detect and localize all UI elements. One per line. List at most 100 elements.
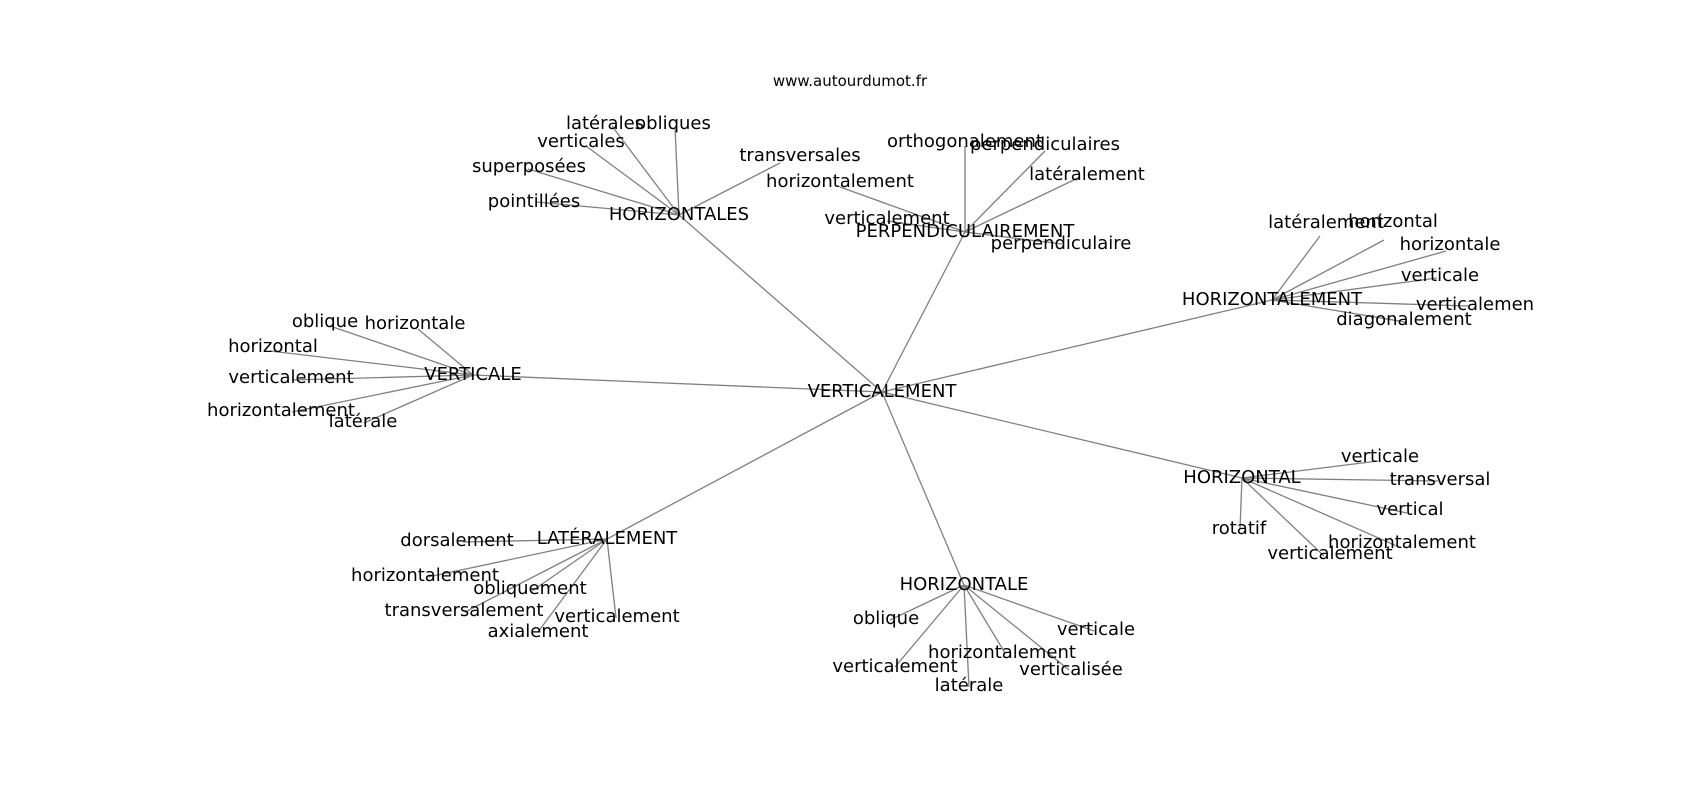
edge-root-to-horizontal [881,391,1243,479]
edge-horizontales-to-superposees [527,168,680,216]
leaf-label-transversales: transversales [739,145,860,166]
leaf-label-dorsalement: dorsalement [400,530,513,551]
leaf-label-transversalement: transversalement [385,600,544,621]
edge-lateralement-to-dorsalement [462,538,608,543]
edge-horizontal-to-transversal [1241,477,1439,482]
edge-horizontal-to-rotatif [1239,477,1243,530]
edge-root-to-verticale [472,374,883,393]
edge-verticale-to-laterale [363,374,474,424]
leaf-label-horizontalement: horizontalement [766,171,914,192]
leaf-label-laterale: latérale [935,675,1004,696]
leaf-label-obliques: obliques [635,113,711,134]
edge-horizontale-to-horizontalement [963,584,1006,654]
graph-edges [269,125,1470,688]
edge-horizontale-to-oblique [889,584,965,621]
edge-horizontales-to-verticales [585,145,680,216]
edge-root-to-horizontales [678,214,883,393]
leaf-label-orthogonalement: orthogonalement [887,131,1043,152]
edge-horizontalement-to-diagonalement [1271,299,1406,323]
edge-horizontales-to-transversales [678,162,781,216]
edge-lateralement-to-verticalement [606,538,617,619]
leaf-label-horizontalement: horizontalement [1328,532,1476,553]
edge-horizontale-to-verticale [963,584,1095,632]
leaf-label-verticalement: verticalement [228,367,353,388]
edge-horizontal-to-verticale [1241,460,1379,479]
leaf-label-horizontale: horizontale [365,313,466,334]
leaf-label-verticale: verticale [1341,446,1419,467]
leaf-label-obliquement: obliquement [473,578,586,599]
leaf-label-verticalement: verticalement [1267,543,1392,564]
leaf-label-lateralement: latéralement [1268,212,1384,233]
leaf-label-diagonalement: diagonalement [1336,309,1471,330]
leaf-label-horizontalement: horizontalement [351,565,499,586]
leaf-label-axialement: axialement [488,621,589,642]
leaf-label-horizontale: horizontale [1400,234,1501,255]
leaf-label-horizontalement: horizontalement [928,642,1076,663]
edge-horizontales-to-obliques [674,127,680,216]
source-label: www.autourdumot.fr [772,72,928,90]
leaf-label-verticalisee: verticalisée [1019,659,1123,680]
leaf-label-horizontalement: horizontalement [207,400,355,421]
leaf-label-transversal: transversal [1390,469,1491,490]
edge-horizontalement-to-verticale [1271,277,1438,301]
leaf-label-oblique: oblique [292,311,358,332]
edge-root-to-lateralement [606,391,883,540]
edge-horizontale-to-verticalisee [963,584,1070,671]
leaf-label-superposees: superposées [472,156,586,177]
leaf-label-rotatif: rotatif [1212,518,1267,539]
edge-root-to-perpendiculairement [881,231,966,393]
edge-horizontale-to-laterale [963,584,970,688]
edge-lateralement-to-transversalement [464,538,608,613]
edge-perpendiculairement-to-perpendiculaire [964,231,1063,245]
edge-horizontale-to-verticalement [894,584,965,668]
leaf-label-verticalement: verticalement [832,656,957,677]
leaf-label-horizontal: horizontal [1348,211,1438,232]
edge-horizontalement-to-horizontale [1271,250,1447,301]
hub-label-perpendiculairement: PERPENDICULAIREMENT [856,221,1076,242]
leaf-label-oblique: oblique [853,608,919,629]
edge-verticale-to-horizontale [417,328,474,376]
edge-horizontales-to-pointillees [535,201,680,216]
leaf-label-verticalemen: verticalemen [1416,294,1534,315]
edge-horizontalement-to-lateralement [1271,235,1321,301]
edge-perpendiculairement-to-lateralement [964,177,1079,233]
edge-horizontal-to-verticalement [1241,477,1325,557]
edge-lateralement-to-horizontalement [427,538,608,578]
hub-label-lateralement: LATÉRALEMENT [537,527,679,549]
leaf-label-vertical: vertical [1376,499,1443,520]
root-label: VERTICALEMENT [808,381,958,402]
edge-perpendiculairement-to-verticalement [886,220,966,233]
edge-lateralement-to-obliquement [531,538,608,592]
edge-root-to-horizontale [881,391,965,586]
edge-perpendiculairement-to-perpendiculaires [964,150,1046,233]
edge-lateralement-to-axialement [537,538,608,633]
leaf-label-verticalement: verticalement [824,208,949,229]
hub-label-horizontale: HORIZONTALE [900,574,1029,595]
edge-verticale-to-verticalement [291,374,474,381]
leaf-label-lateralement: latéralement [1029,164,1145,185]
leaf-label-perpendiculaire: perpendiculaire [991,233,1132,254]
hub-label-horizontales: HORIZONTALES [609,204,749,225]
leaf-label-verticalement: verticalement [554,606,679,627]
edge-verticale-to-oblique [329,325,474,376]
edge-horizontalement-to-verticalemen [1271,299,1470,307]
edge-horizontal-to-horizontalement [1241,477,1400,548]
leaf-label-perpendiculaires: perpendiculaires [970,134,1120,155]
hub-label-horizontal: HORIZONTAL [1183,467,1300,488]
edge-horizontal-to-vertical [1241,477,1408,514]
edge-verticale-to-horizontalement [291,374,474,413]
leaf-label-verticale: verticale [1057,619,1135,640]
leaf-label-verticales: verticales [537,131,625,152]
leaf-label-pointillees: pointillées [488,191,580,212]
edge-horizontales-to-laterales [611,125,680,216]
leaf-label-laterales: latérales [566,113,644,134]
edge-perpendiculairement-to-horizontalement [839,186,966,233]
leaf-label-laterale: latérale [329,411,398,432]
leaf-label-verticale: verticale [1401,265,1479,286]
hub-label-verticale: VERTICALE [424,364,521,385]
edge-verticale-to-horizontal [269,350,474,376]
edge-horizontalement-to-horizontal [1271,239,1385,301]
